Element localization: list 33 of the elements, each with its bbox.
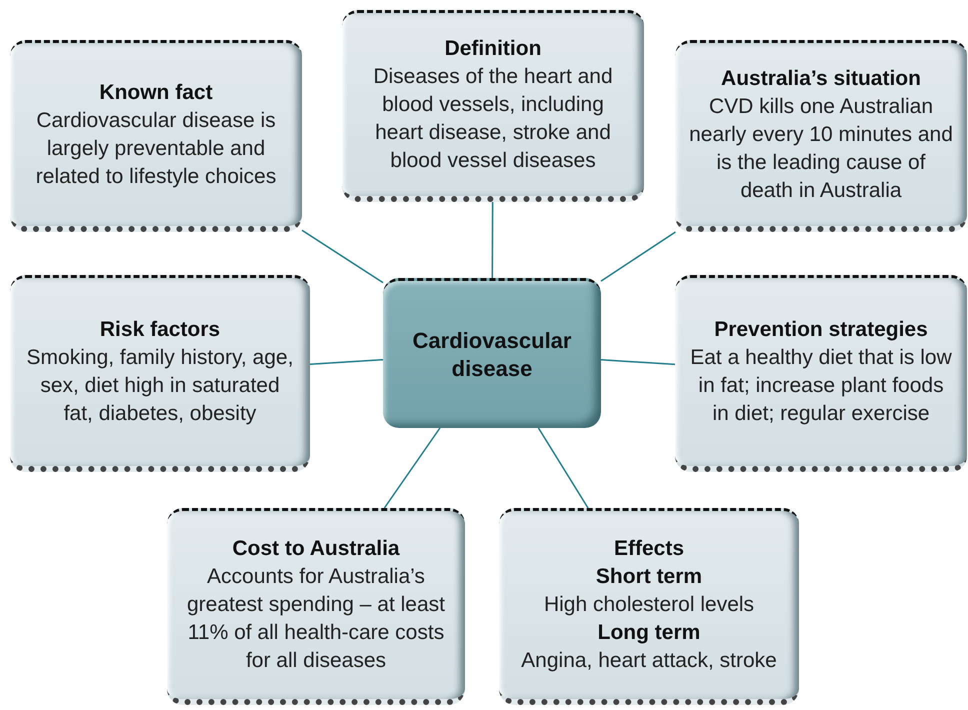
connector-line: [492, 202, 494, 278]
topic-box: [10, 275, 310, 472]
topic-box: [499, 508, 799, 705]
topic-box: [342, 10, 644, 202]
heading: Cardiovascular disease: [412, 326, 572, 382]
heading: Prevention strategies: [714, 317, 928, 343]
connector-line: [538, 428, 589, 508]
body-text: Accounts for Australia’s greatest spending – at least 11% of all health-care costs for all diseases: [186, 564, 446, 674]
body-text: Eat a healthy diet that is low in fat; increase plant foods in diet; regular exercise: [689, 345, 953, 427]
heading: Short term: [596, 564, 702, 590]
connector-line: [384, 428, 441, 508]
heading: Long term: [598, 620, 700, 646]
body-text: Smoking, family history, age, sex, diet high in saturated fat, diabetes, obesity: [26, 345, 294, 427]
central-topic-box: [383, 278, 601, 428]
body-text: Cardiovascular disease is largely preventable and related to lifestyle choices: [34, 108, 278, 190]
body-text: Angina, heart attack, stroke: [521, 648, 777, 674]
connector-line: [302, 230, 384, 284]
heading: Australia’s situation: [721, 66, 921, 92]
topic-box: [167, 508, 465, 705]
topic-box: [675, 40, 967, 232]
body-text: CVD kills one Australian nearly every 10 minutes and is the leading cause of death in Australia: [689, 94, 953, 204]
heading: Risk factors: [100, 317, 220, 343]
heading: Effects: [614, 536, 684, 562]
connector-line: [600, 231, 676, 282]
heading: Known fact: [99, 80, 213, 106]
topic-box: [675, 275, 967, 472]
topic-box: [10, 40, 302, 232]
connector-line: [600, 359, 676, 366]
body-text: High cholesterol levels: [544, 592, 754, 618]
heading: Definition: [444, 36, 542, 62]
connector-line: [310, 358, 384, 365]
body-text: Diseases of the heart and blood vessels, including heart disease, stroke and blood vessel diseases: [372, 64, 614, 174]
heading: Cost to Australia: [232, 536, 400, 562]
